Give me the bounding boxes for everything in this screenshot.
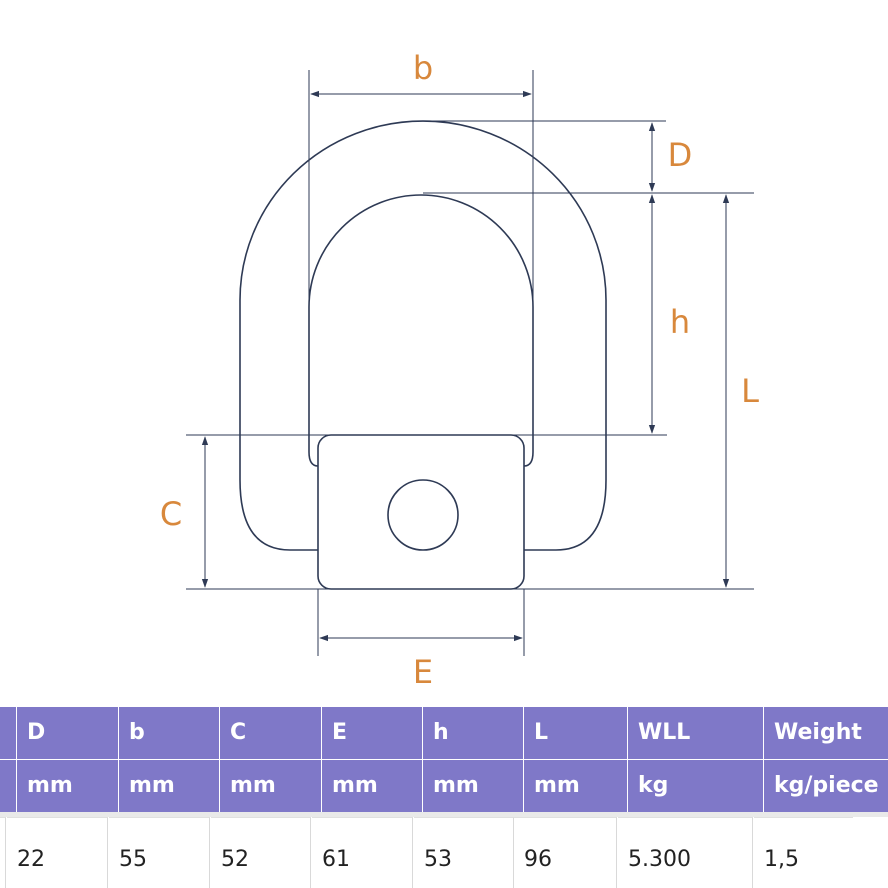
table-cell: 53 bbox=[414, 817, 514, 888]
dim-label-h: h bbox=[670, 303, 690, 341]
table-cell: 52 bbox=[211, 817, 311, 888]
table-cell: 61 bbox=[312, 817, 413, 888]
table-header-stub bbox=[0, 707, 16, 759]
table-header-cell: C bbox=[220, 707, 321, 759]
table-row-stub bbox=[0, 817, 6, 888]
table-unit-cell: mm bbox=[524, 760, 627, 812]
d-ring-dimension-diagram: b D h L C E bbox=[160, 49, 759, 691]
table-header-cell: WLL bbox=[628, 707, 763, 759]
dim-label-c: C bbox=[160, 495, 182, 533]
table-header-cell: D bbox=[17, 707, 118, 759]
ring-inner-outline bbox=[308, 194, 534, 467]
table-unit-cell: mm bbox=[423, 760, 523, 812]
table-unit-cell: kg/piece bbox=[764, 760, 888, 812]
table-cell: 22 bbox=[7, 817, 108, 888]
table-unit-cell: kg bbox=[628, 760, 763, 812]
table-header-stub bbox=[0, 760, 16, 812]
table-header-cell: L bbox=[524, 707, 627, 759]
dim-label-d: D bbox=[668, 136, 693, 174]
table-unit-cell: mm bbox=[17, 760, 118, 812]
dim-label-e: E bbox=[413, 653, 433, 691]
table-unit-cell: mm bbox=[220, 760, 321, 812]
table-cell: 5.300 bbox=[618, 817, 753, 888]
dim-label-l: L bbox=[741, 372, 759, 410]
table-cell: 1,5 bbox=[754, 817, 853, 888]
table-cell: 55 bbox=[109, 817, 210, 888]
mounting-block bbox=[317, 434, 525, 590]
table-header-cell: h bbox=[423, 707, 523, 759]
table-header-cell: Weight bbox=[764, 707, 888, 759]
table-header-cell: b bbox=[119, 707, 219, 759]
dim-label-b: b bbox=[413, 49, 433, 87]
table-header-cell: E bbox=[322, 707, 422, 759]
mounting-hole bbox=[387, 479, 459, 551]
table-unit-cell: mm bbox=[322, 760, 422, 812]
table-unit-cell: mm bbox=[119, 760, 219, 812]
table-cell: 96 bbox=[514, 817, 617, 888]
table-header-divider bbox=[0, 812, 888, 817]
